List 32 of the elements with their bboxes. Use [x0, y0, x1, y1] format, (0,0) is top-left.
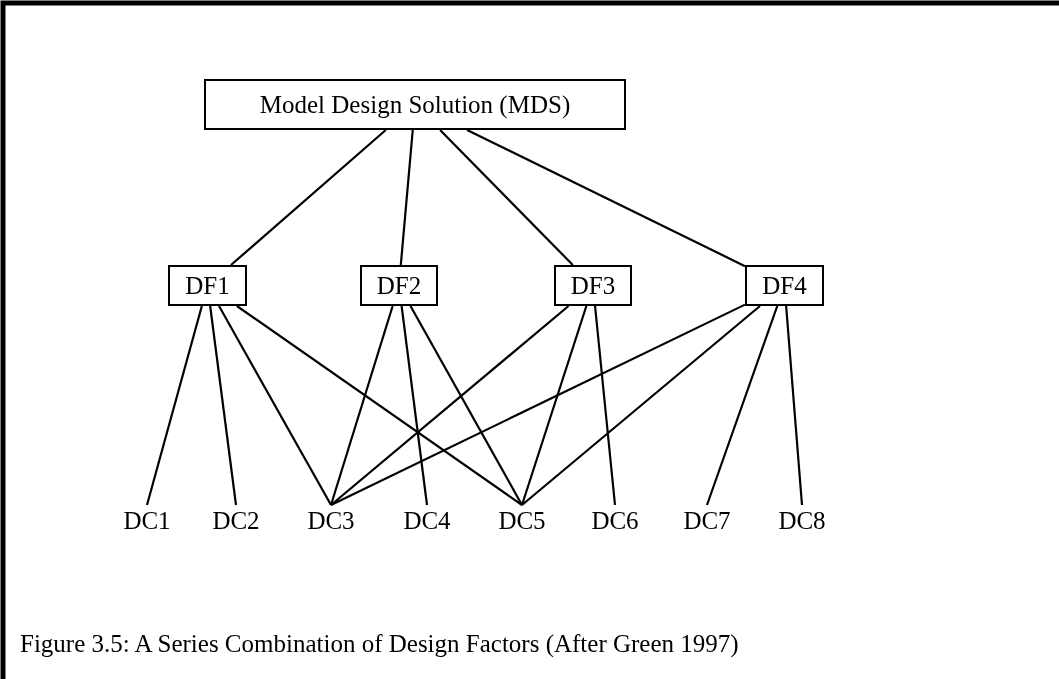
- node-label: DC2: [206, 505, 266, 537]
- connector-line: [439, 129, 574, 266]
- connector-line: [400, 305, 429, 506]
- figure-caption: Figure 3.5: A Series Combination of Design Factors (After Green 1997): [20, 630, 739, 658]
- node-label: DC7: [677, 505, 737, 537]
- connector-line: [521, 305, 761, 506]
- node-label: DC5: [492, 505, 552, 537]
- process-box: Model Design Solution (MDS): [204, 79, 626, 130]
- connector-line: [785, 305, 804, 506]
- connector-line: [399, 129, 414, 266]
- node-label: DC3: [301, 505, 361, 537]
- node-label: DC1: [117, 505, 177, 537]
- connector-line: [466, 129, 746, 268]
- process-box: DF3: [554, 265, 632, 306]
- node-label: DC8: [772, 505, 832, 537]
- node-label: DC6: [585, 505, 645, 537]
- connector-line: [409, 305, 523, 506]
- connector-line: [330, 305, 570, 506]
- connector-line: [705, 305, 779, 506]
- connector-line: [145, 305, 203, 506]
- connector-line: [236, 305, 523, 506]
- connector-line: [209, 305, 238, 506]
- node-label: DC4: [397, 505, 457, 537]
- process-box: DF4: [745, 265, 824, 306]
- connector-line: [329, 305, 394, 506]
- connector-line: [593, 305, 617, 506]
- connector-line: [520, 305, 588, 506]
- process-box: DF2: [360, 265, 438, 306]
- connector-line: [330, 303, 746, 506]
- connector-line: [218, 305, 332, 506]
- process-box: DF1: [168, 265, 247, 306]
- connector-line: [230, 129, 387, 266]
